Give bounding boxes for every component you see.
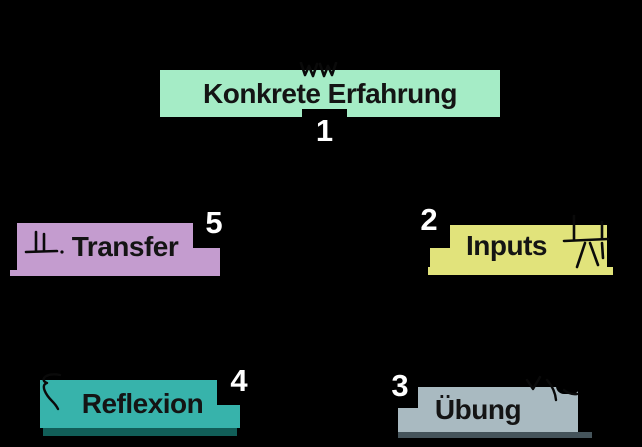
step-number-5: 5 — [205, 205, 223, 240]
step-rect — [398, 408, 418, 432]
node-label: Reflexion — [81, 388, 204, 419]
step-number-1: 1 — [315, 113, 334, 148]
step-number-4: 4 — [230, 363, 248, 398]
node-label: Übung — [434, 393, 522, 425]
step-number-3: 3 — [391, 368, 409, 403]
table-icon — [24, 226, 66, 260]
node-reflexion: Reflexion — [40, 380, 217, 428]
bottom-strip — [43, 428, 237, 436]
pencil-notch — [556, 381, 580, 394]
step-rect — [430, 248, 450, 267]
node-label: Inputs — [466, 230, 548, 261]
pencil-doodle-icon — [524, 373, 580, 411]
step-rect — [217, 405, 240, 428]
bottom-strip — [428, 267, 613, 275]
node-uebung: Übung — [418, 387, 578, 432]
squiggle-icon — [38, 372, 66, 412]
node-transfer: Transfer — [17, 223, 193, 270]
zigzag-doodle-icon — [299, 62, 339, 80]
step-notch — [302, 109, 347, 117]
bottom-strip — [398, 432, 592, 438]
bottom-strip — [10, 270, 220, 276]
step-number-2: 2 — [420, 202, 438, 237]
node-inputs: Inputs — [450, 225, 607, 267]
node-label: Konkrete Erfahrung — [203, 77, 457, 109]
easel-icon — [561, 214, 611, 270]
node-label: Transfer — [71, 230, 179, 262]
